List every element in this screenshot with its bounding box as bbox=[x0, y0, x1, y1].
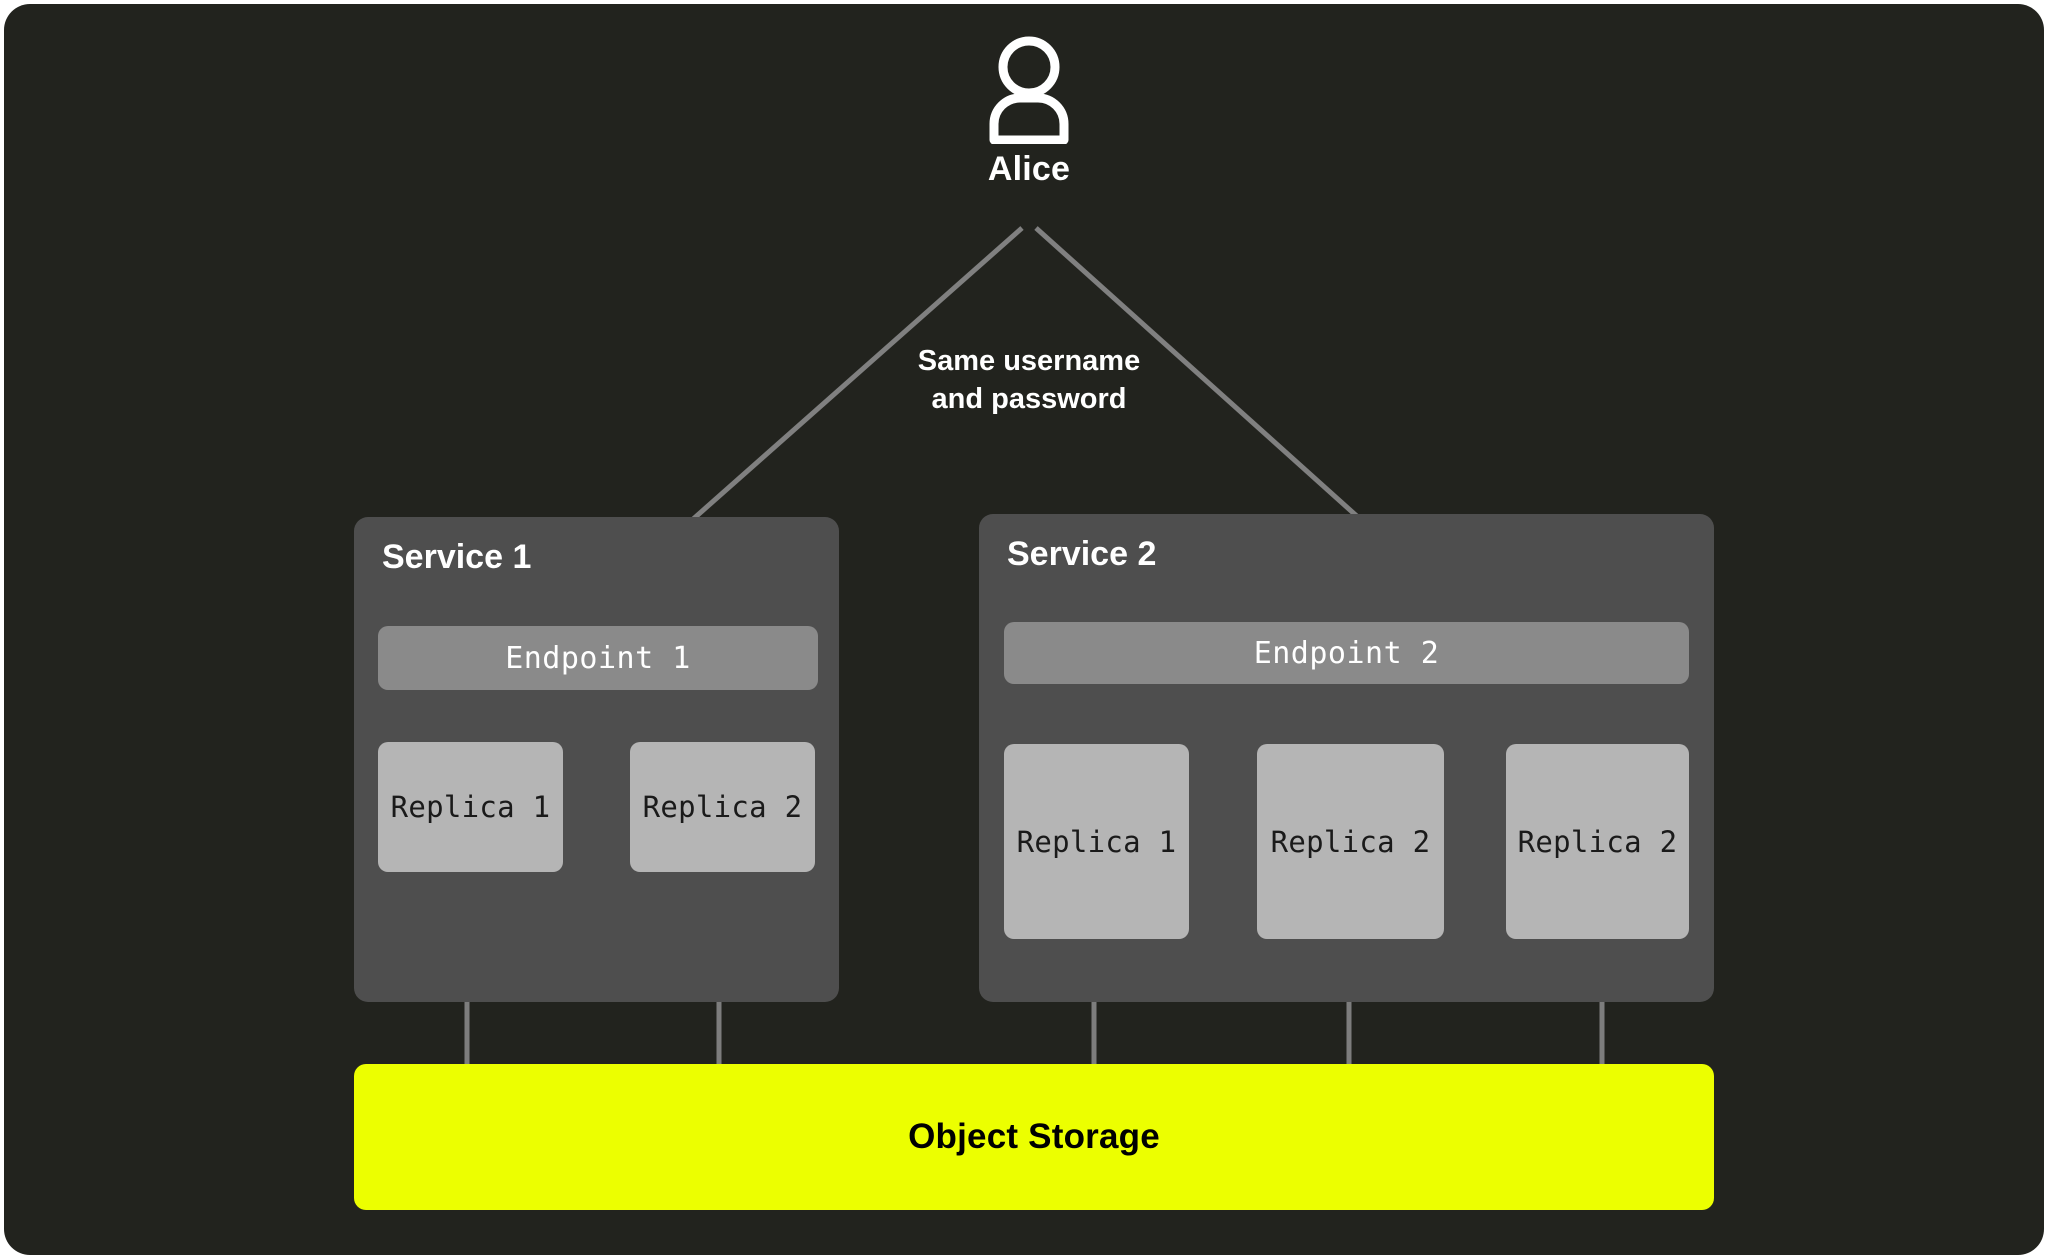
actor-label: Alice bbox=[987, 150, 1071, 188]
actor-alice: Alice bbox=[959, 34, 1099, 214]
replica-node[interactable]: Replica 1 bbox=[1004, 744, 1189, 939]
object-storage-node[interactable]: Object Storage bbox=[354, 1064, 1714, 1210]
flow-note-line-2: and password bbox=[931, 383, 1127, 416]
flow-note: Same username and password bbox=[809, 342, 1249, 419]
object-storage-label: Object Storage bbox=[908, 1117, 1160, 1156]
replica-node[interactable]: Replica 2 bbox=[1257, 744, 1444, 939]
person-icon bbox=[989, 36, 1069, 144]
endpoint-node-2[interactable]: Endpoint 2 bbox=[1004, 622, 1689, 684]
endpoint-node-1[interactable]: Endpoint 1 bbox=[378, 626, 818, 690]
service-title-1: Service 1 bbox=[382, 538, 532, 576]
flow-note-line-1: Same username bbox=[917, 345, 1141, 377]
service-title-2: Service 2 bbox=[1007, 535, 1157, 573]
replica-node[interactable]: Replica 2 bbox=[1506, 744, 1689, 939]
replica-node[interactable]: Replica 1 bbox=[378, 742, 563, 872]
diagram-canvas: Alice Same username and password Service… bbox=[4, 4, 2044, 1255]
replica-node[interactable]: Replica 2 bbox=[630, 742, 815, 872]
